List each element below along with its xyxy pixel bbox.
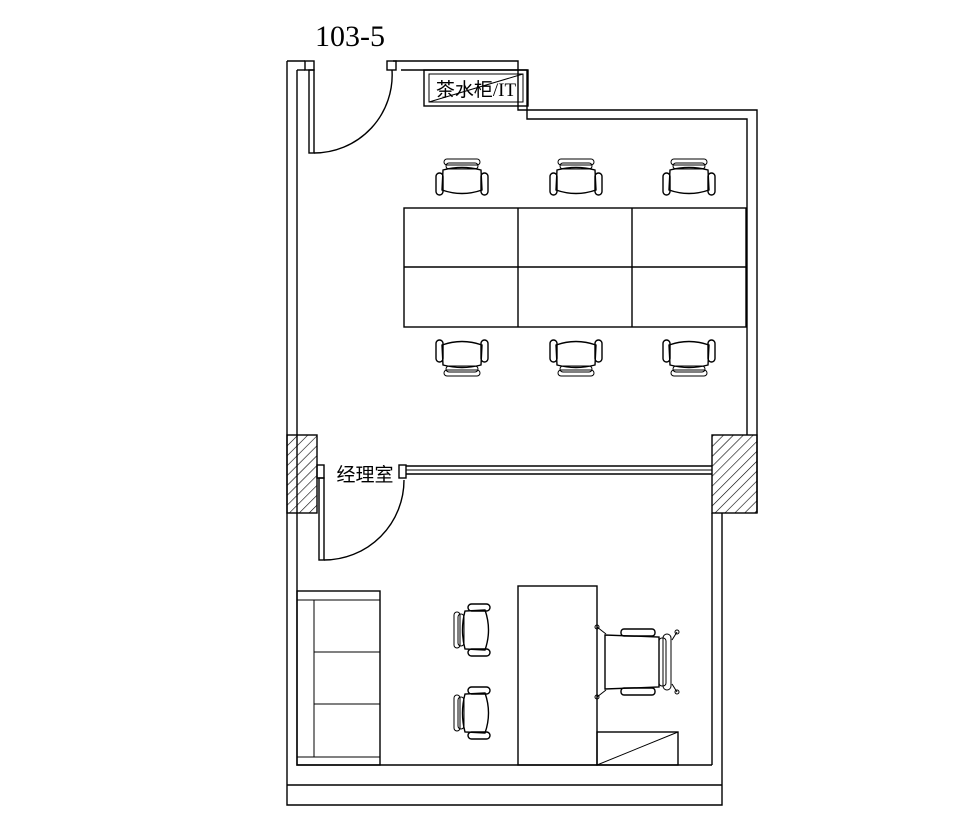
manager-office-door xyxy=(318,477,405,561)
unit-number-label: 103-5 xyxy=(315,20,385,53)
office-sofa xyxy=(296,590,381,766)
structural-column-left xyxy=(286,434,318,514)
entry-door xyxy=(308,69,393,154)
executive-chair xyxy=(594,624,680,700)
open-office-chair xyxy=(662,158,716,196)
guest-chair xyxy=(453,603,491,657)
manager-desk xyxy=(517,585,679,766)
open-office-chair xyxy=(549,339,603,377)
exterior-walls xyxy=(286,60,758,806)
open-office-chair xyxy=(549,158,603,196)
open-office-chair xyxy=(435,339,489,377)
open-office-chair xyxy=(662,339,716,377)
structural-column-right xyxy=(711,434,758,514)
pantry-it-label: 茶水柜/IT xyxy=(436,79,517,101)
pantry-it-cabinet: 茶水柜/IT xyxy=(423,69,529,107)
manager-office-partition xyxy=(316,464,712,479)
open-office-desk-cluster xyxy=(403,207,747,328)
open-office-chair xyxy=(435,158,489,196)
manager-office-label: 经理室 xyxy=(336,464,393,486)
guest-chair xyxy=(453,686,491,740)
